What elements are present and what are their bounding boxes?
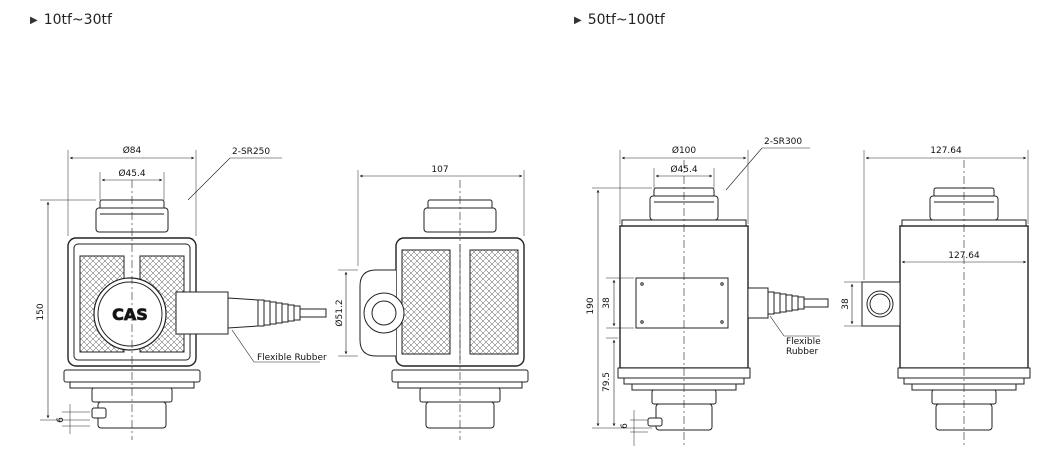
small-dim-top-inner: Ø45.4: [118, 168, 145, 179]
small-dim-foot: 6: [56, 417, 66, 423]
small-cable-label: Flexible Rubber: [257, 353, 327, 363]
bullet-triangle-icon: ▶: [30, 14, 38, 26]
large-dim-top-outer: Ø100: [672, 145, 697, 156]
large-dim-top-inner: Ø45.4: [670, 164, 697, 175]
large-dim-lower: 79.5: [602, 372, 612, 392]
large-side-width-top: 127.64: [930, 146, 962, 156]
small-side-view: [338, 170, 529, 440]
cas-logo: CAS: [112, 305, 148, 324]
heading-large-range: ▶ 50tf~100tf: [574, 12, 665, 28]
small-front-view: [40, 150, 327, 440]
small-dim-top-outer: Ø84: [123, 145, 142, 156]
small-side-bore: Ø51.2: [334, 299, 345, 326]
large-side-width-mid: 127.64: [948, 251, 980, 261]
small-side-width: 107: [431, 165, 448, 175]
large-dim-plate: 38: [602, 297, 612, 309]
large-dim-height: 190: [586, 297, 596, 314]
large-cable-ribs: [767, 291, 805, 315]
large-cable-label-2: Rubber: [786, 347, 819, 357]
heading-large-text: 50tf~100tf: [587, 12, 665, 28]
large-side-view: [844, 150, 1031, 446]
large-dim-foot: 6: [620, 423, 630, 429]
small-dim-height: 150: [36, 303, 46, 320]
heading-small-text: 10tf~30tf: [43, 12, 112, 28]
small-dim-radius: 2-SR250: [232, 147, 270, 157]
large-side-boss: 38: [841, 298, 851, 310]
large-front-view: [592, 147, 829, 446]
small-cable-ribs: [257, 299, 301, 327]
heading-small-range: ▶ 10tf~30tf: [30, 12, 112, 28]
bullet-triangle-icon: ▶: [574, 14, 582, 26]
large-cable-label-1: Flexible: [786, 337, 821, 347]
large-dim-radius: 2-SR300: [764, 137, 802, 147]
